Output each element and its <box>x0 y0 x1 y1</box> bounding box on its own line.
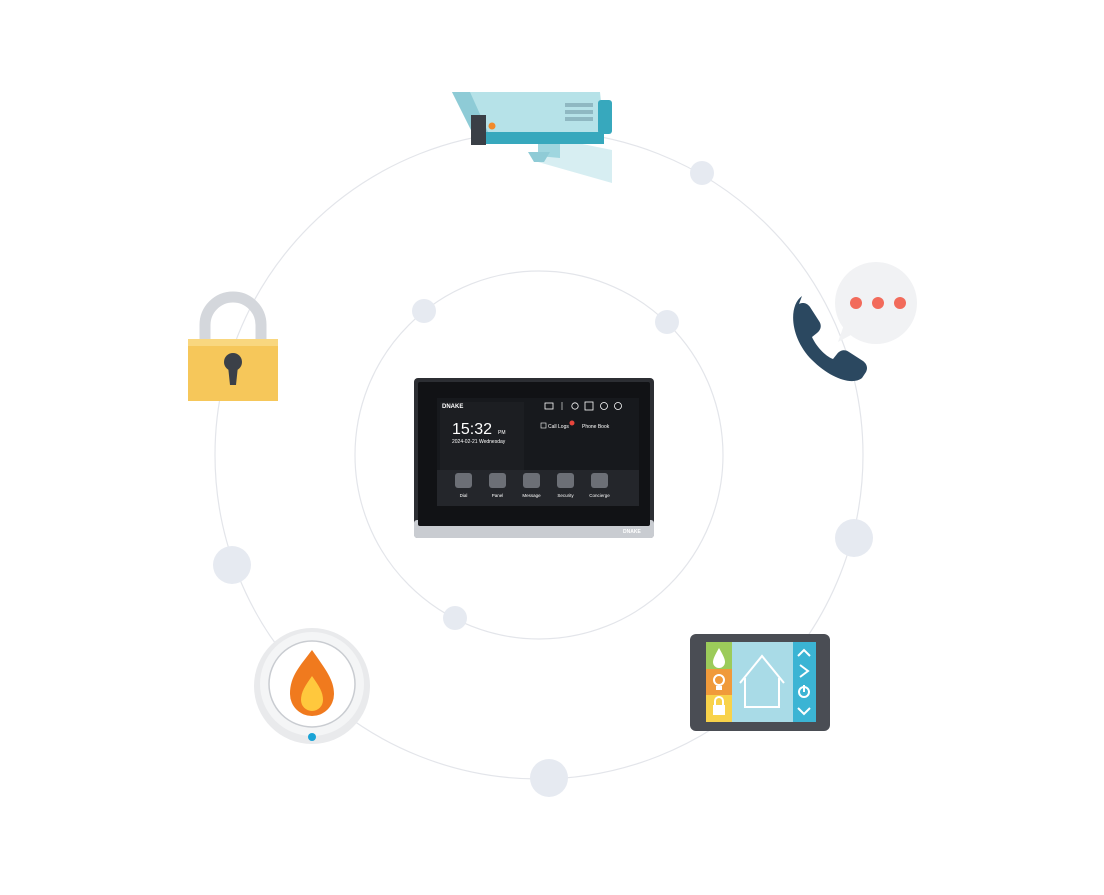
dialpad-icon[interactable] <box>455 473 472 488</box>
smart-home-panel-icon <box>690 634 830 731</box>
settings-icon[interactable] <box>571 402 579 410</box>
message-icon[interactable] <box>523 473 540 488</box>
door-panel-icon[interactable] <box>489 473 506 488</box>
padlock-icon <box>188 291 278 401</box>
app-label-dial: Dial <box>460 493 468 498</box>
device-brand-logo: DNAKE <box>442 404 463 410</box>
call-logs-icon <box>540 422 547 429</box>
call-logs-badge <box>569 420 575 426</box>
app-label-concierge: Concierge <box>589 493 610 498</box>
orbit-dot <box>530 759 568 797</box>
monitor-icon[interactable] <box>544 402 554 410</box>
orbit-dot <box>213 546 251 584</box>
clock-date: 2024-02-21 Wednesday <box>452 439 506 445</box>
app-label-message: Message <box>522 493 541 498</box>
concierge-icon[interactable] <box>591 473 608 488</box>
orbit-dot <box>835 519 873 557</box>
status-bar <box>544 401 622 411</box>
dnd-icon[interactable] <box>600 402 608 410</box>
inner-orbit-ring <box>354 270 724 640</box>
orbit-dot <box>412 299 436 323</box>
call-logs-link[interactable]: Call Logs <box>548 424 569 430</box>
phone-book-link[interactable]: Phone Book <box>582 424 610 430</box>
screen-icon[interactable] <box>584 401 594 411</box>
clock-meridiem: PM <box>498 430 506 436</box>
orbit-dot <box>690 161 714 185</box>
smoke-detector-icon <box>254 628 370 744</box>
indoor-monitor-device <box>414 378 654 538</box>
cctv-camera-icon <box>452 92 612 183</box>
phone-call-icon <box>793 262 917 382</box>
orbit-dot <box>443 606 467 630</box>
shield-icon[interactable] <box>557 473 574 488</box>
orbit-dots <box>213 161 873 797</box>
orbit-dot <box>655 310 679 334</box>
clock-time: 15:32 <box>452 421 492 438</box>
app-label-panel: Panel <box>492 493 504 498</box>
app-dock <box>455 473 608 488</box>
app-label-security: Security <box>557 493 574 498</box>
device-footer-logo: DNAKE <box>623 529 641 535</box>
power-icon[interactable] <box>614 402 622 410</box>
